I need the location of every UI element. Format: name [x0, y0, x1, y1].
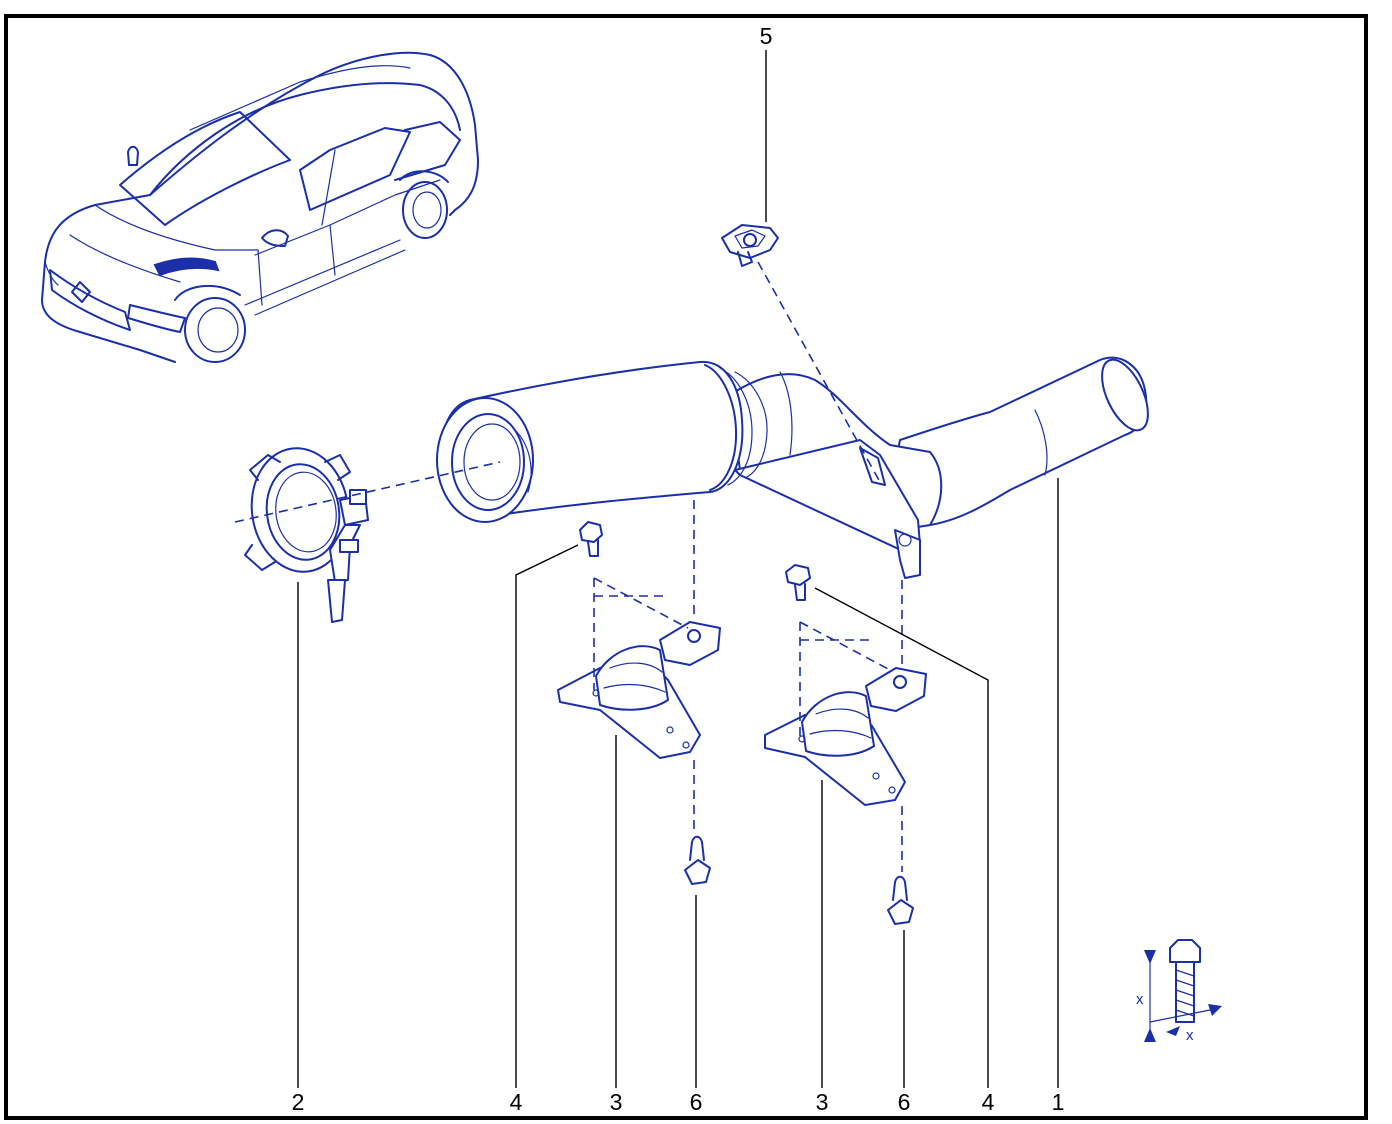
exhaust-hanger-left: [557, 500, 721, 885]
diagram-frame: [4, 14, 1368, 1120]
torque-label-vertical: x: [1136, 991, 1144, 1008]
exhaust-clamp: [234, 447, 501, 623]
exhaust-pipe-assembly: [436, 356, 1149, 579]
callout-numbers: 5 2 4 3 6 3 6 4 1: [292, 23, 1065, 1115]
callout-5: 5: [760, 23, 773, 49]
leader-lines: [297, 50, 1059, 1088]
callout-6-left: 6: [690, 1089, 703, 1115]
callout-2: 2: [292, 1089, 305, 1115]
callout-4-right: 4: [982, 1089, 995, 1115]
callout-1: 1: [1052, 1089, 1065, 1115]
exhaust-hanger-right: [764, 564, 927, 925]
bolt-torque-symbol: x x: [1136, 939, 1222, 1044]
callout-6-right: 6: [898, 1089, 911, 1115]
torque-label-horizontal: x: [1186, 1027, 1194, 1044]
callout-4-left: 4: [510, 1089, 523, 1115]
callout-3-right: 3: [816, 1089, 829, 1115]
clip-nut: [721, 224, 881, 483]
callout-3-left: 3: [610, 1089, 623, 1115]
car-illustration: [41, 51, 479, 363]
